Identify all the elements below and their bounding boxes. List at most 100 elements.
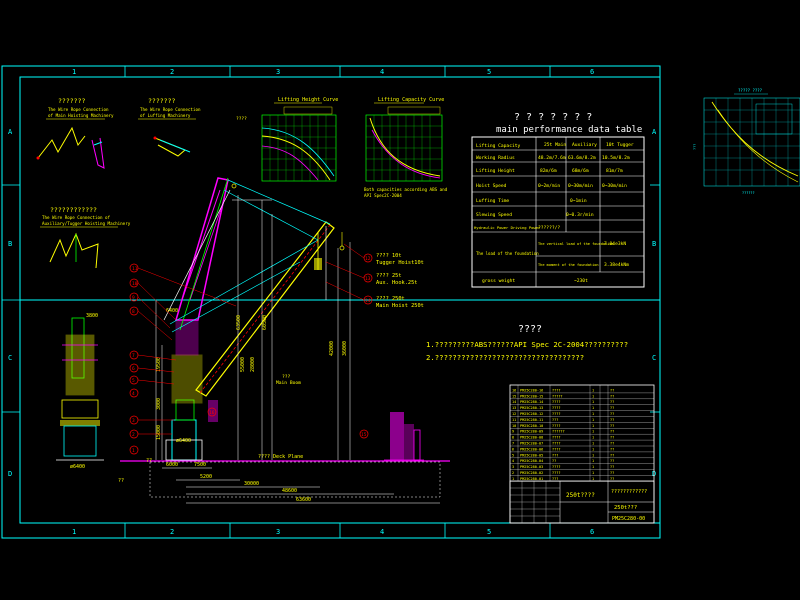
perf-header-main: 25t Main [544,142,566,148]
col-label-4b: 4 [380,528,384,536]
notes-line-2: 2.?????????????????????????????????? [426,353,584,362]
dim-v-15000: 15000 [156,425,162,440]
parts-cell: 12 [512,412,516,416]
dim-h-63600: 63600 [296,497,311,503]
wire-sketch-aux: ???????????? The Wire Rope Connection of… [40,206,131,269]
technical-notes: ???? 1.?????????ABS??????API Spec 2C-200… [426,324,628,362]
parts-cell: ?? [610,459,614,463]
perf-cell-9-1: ~230t [574,278,588,284]
parts-cell: 3 [512,465,514,469]
parts-cell: 1 [592,388,594,392]
parts-cell: 1 [592,465,594,469]
perf-row-label-1: Working Radius [476,155,515,161]
perf-row-label-6: Hydraulic Power Driving Power [474,225,541,230]
perf-cell-1-2: 63.6m/8.2m [568,155,596,161]
dim-v-19500: 19500 [156,357,162,372]
thumb-xlabel: ?????? [742,191,755,195]
parts-cell: 1 [592,394,594,398]
perf-row-label-9: gross weight [482,278,515,284]
perf-row-label-7: The load of the foundation [476,251,539,256]
col-label-4: 4 [380,68,384,76]
parts-cell: 7 [512,442,514,446]
parts-cell: ???? [552,465,560,469]
hook-250t-cn: ???? 250t [376,296,405,302]
dim-v-60500: 60500 [262,315,268,330]
sketch-luff-title-en1: The Wire Rope Connection [140,107,201,112]
parts-cell: 5 [512,453,514,457]
lifting-capacity-curve: Lifting Capacity Curve Both capacities a… [364,97,448,198]
callout-10: 10 [132,281,138,287]
callout-14: 14 [365,298,371,304]
perf-cell-8-1: The moment of the foundation [538,263,599,267]
parts-cell: ??? [552,418,558,422]
parts-cell: PM25C280-02 [520,471,543,475]
parts-cell: ???? [552,447,560,451]
parts-cell: 15 [512,394,516,398]
height-curve-title: Lifting Height Curve [278,97,338,103]
dim-v-28000: 28000 [250,357,256,372]
callout-8: 8 [132,309,135,315]
crane-main-elevation: ???? Deck Plane [118,177,450,504]
parts-cell: ?????? [552,430,565,434]
perf-cell-7-1: The vertical load of the foundation [538,242,614,246]
crane-side-view: 3800 ø6400 [56,313,104,470]
parts-cell: ????? [552,394,563,398]
thumb-ylabel: ??? [693,144,697,150]
parts-cell: 1 [592,447,594,451]
row-label-c-r: C [652,354,656,362]
parts-cell: PM25C280-08 [520,436,543,440]
winch-detail [384,412,424,461]
dim-base-6400: ø6400 [176,438,191,444]
callout-7: 7 [132,353,135,359]
col-label-6: 6 [590,68,594,76]
notes-heading: ???? [518,324,542,335]
callout-13: 13 [365,276,371,282]
parts-cell: ?? [552,459,556,463]
col-label-6b: 6 [590,528,594,536]
wire-sketch-main: ??????? The Wire Rope Connection of Main… [36,97,114,169]
dim-h-6000: 6000 [166,462,178,468]
col-label-2: 2 [170,68,174,76]
parts-cell: 1 [592,436,594,440]
parts-cell: ???? [552,471,560,475]
parts-cell: ???? [552,412,560,416]
dim-h-30000: 30000 [244,481,259,487]
parts-cell: PM25C280-15 [520,394,543,398]
parts-cell: PM25C280-05 [520,453,543,457]
title-block: 250t???? ???????????? 250t??? PM25C280-0… [509,480,655,524]
parts-cell: ?? [610,424,614,428]
perf-cell-4-1: 0~1min [570,198,587,204]
title-block-subtitle: 250t??? [614,505,637,511]
perf-row-label-0: Lifting Capacity [476,143,520,149]
col-label-1: 1 [72,68,76,76]
title-block-name: 250t???? [566,492,595,499]
notes-line-1: 1.?????????ABS??????API Spec 2C-2004????… [426,340,628,349]
hook-10t-en: Tugger Hoist10t [376,260,424,266]
parts-cell: 16 [512,388,516,392]
perf-cell-3-1: 0~2m/min [538,183,560,189]
parts-cell: PM25C280-07 [520,442,543,446]
parts-cell: PM25C280-06 [520,447,543,451]
perf-table-title-en: main performance data table [496,125,642,135]
parts-cell: ?? [610,436,614,440]
perf-cell-3-2: 0~30m/min [568,183,593,189]
dim-v-42000: 42000 [329,341,335,356]
parts-cell: PM25C280-09 [520,430,543,434]
perf-cell-1-3: 10.5m/8.2m [602,155,630,161]
lifting-height-curve: Lifting Height Curve ???? [236,97,338,182]
parts-cell: 14 [512,400,516,404]
perf-row-label-4: Luffing Time [476,198,509,204]
perf-header-tugger: 10t Tugger [606,142,634,148]
callout-16: 16 [209,410,215,416]
parts-cell: PM25C280-11 [520,418,543,422]
parts-cell: PM25C280-01 [520,477,543,481]
parts-cell: ?? [610,430,614,434]
col-label-3b: 3 [276,528,280,536]
row-label-a-r: A [652,128,657,136]
dim-top-6400: 6400 [166,308,178,314]
parts-cell: ?? [610,465,614,469]
parts-cell: 10 [512,424,516,428]
performance-data-table: ? ? ? ? ? ? ? main performance data tabl… [471,112,645,288]
parts-cell: 8 [512,436,514,440]
